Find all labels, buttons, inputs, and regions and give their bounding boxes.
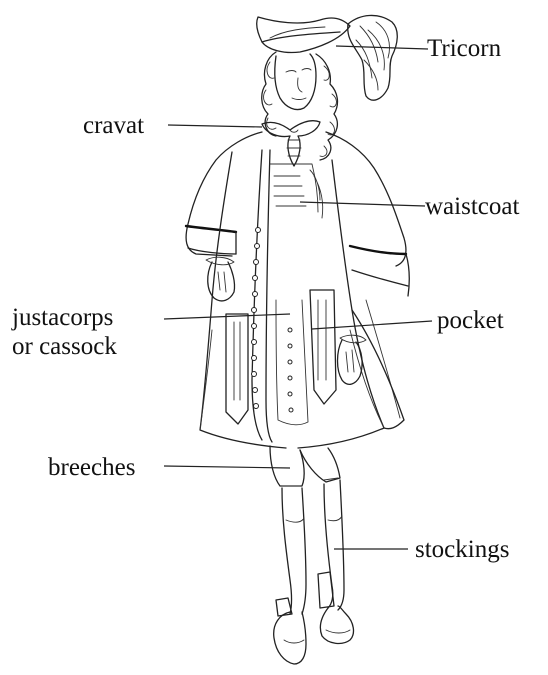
label-justacorps: justacorps or cassock [12,303,117,361]
hands [206,257,366,384]
waistcoat-leader [300,202,425,206]
justacorps-leader [164,314,290,319]
breeches-leader [164,466,290,468]
tricorn-hat [257,17,350,53]
label-waistcoat: waistcoat [425,192,519,221]
breeches [270,446,340,486]
pocket-leader [312,321,432,329]
cravat [262,121,320,166]
label-justacorps-line2: or cassock [12,332,117,361]
shoes [274,572,354,664]
leader-lines [164,46,432,549]
label-cravat: cravat [83,111,144,140]
coat-justacorps [186,132,409,448]
label-justacorps-line1: justacorps [12,303,117,332]
stockings-legs [282,480,344,614]
label-tricorn: Tricorn [427,34,501,63]
cravat-leader [168,125,262,127]
label-pocket: pocket [437,306,504,335]
hat-plume [348,15,398,100]
label-breeches: breeches [48,453,135,482]
label-stockings: stockings [415,535,509,564]
